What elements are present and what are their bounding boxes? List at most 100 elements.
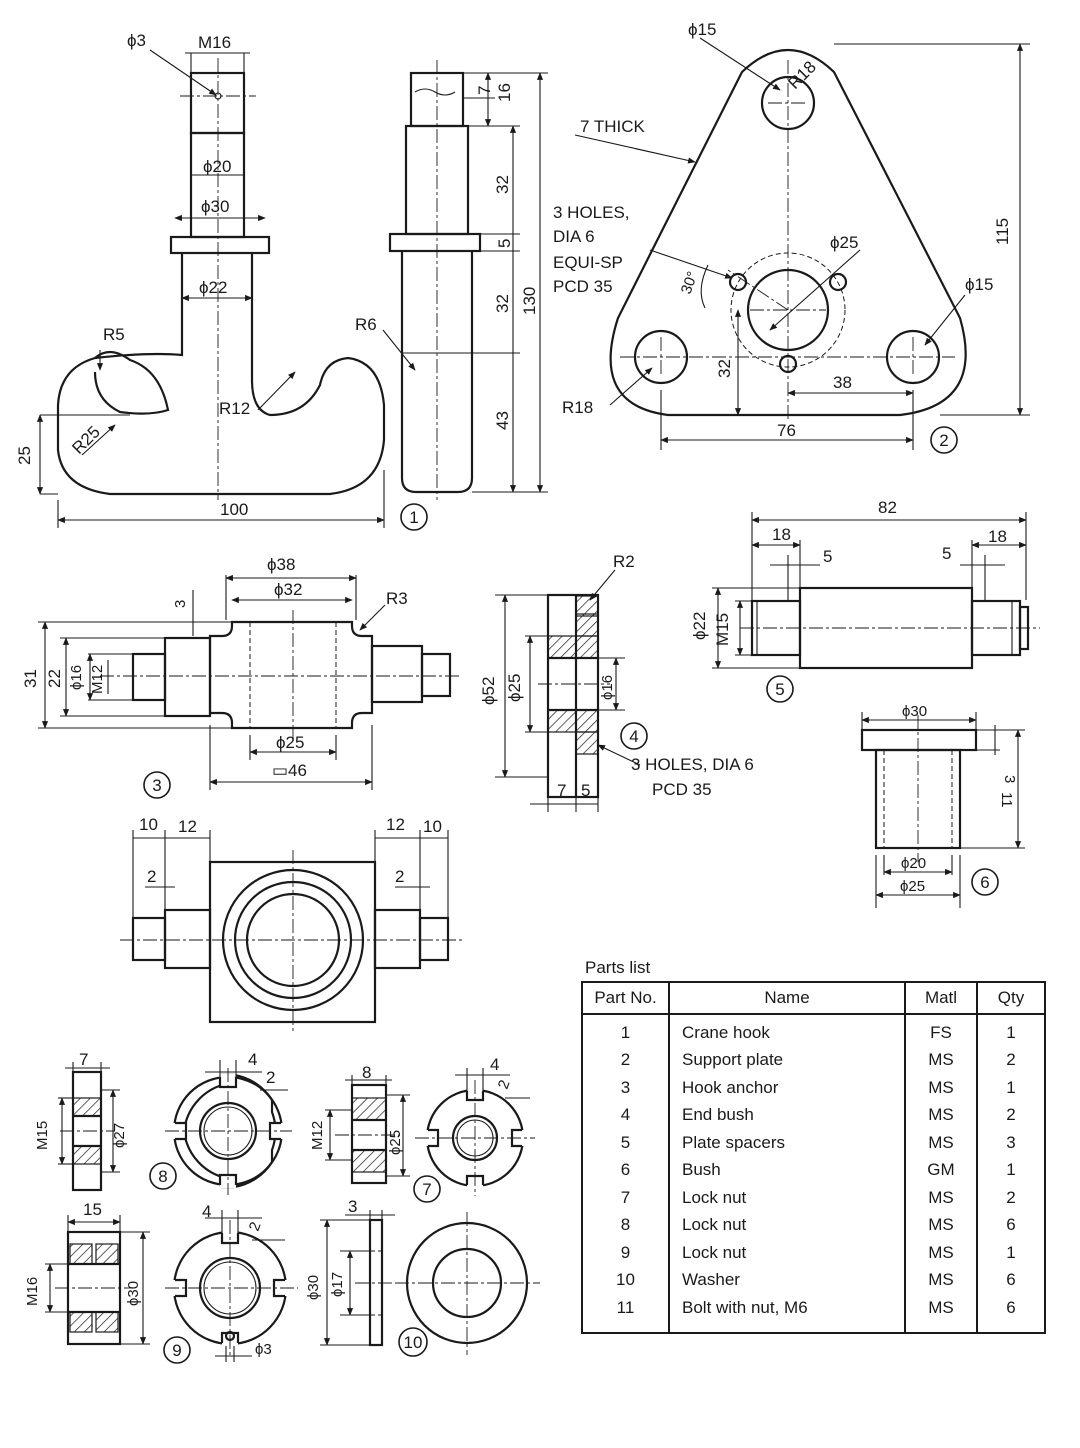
p1-side-d130: 130 <box>520 287 539 315</box>
p4-phi16: ϕ16 <box>599 675 616 700</box>
p2-r18-top: R18 <box>784 57 819 92</box>
p5-phi22: ϕ22 <box>690 612 709 640</box>
p3t-d12a: 12 <box>178 817 197 836</box>
p7-m12: M12 <box>309 1121 326 1150</box>
p4-pcd: PCD 35 <box>652 780 712 799</box>
p2-d32: 32 <box>715 359 734 378</box>
cell-qty: 2 <box>976 1101 1046 1129</box>
cell-part-no: 9 <box>581 1239 670 1267</box>
p3-phi38: ϕ38 <box>267 555 295 574</box>
part-number-2: 2 <box>930 426 958 454</box>
cell-material: MS <box>904 1211 978 1239</box>
cell-qty: 3 <box>976 1129 1046 1157</box>
p1-phi22: ϕ22 <box>199 278 227 297</box>
cell-part-no: 7 <box>581 1184 670 1212</box>
cell-part-no: 1 <box>581 1014 670 1047</box>
p4-phi25: ϕ25 <box>505 674 524 702</box>
header-qty: Qty <box>976 981 1046 1015</box>
part10-washer: 3 ϕ30 ϕ17 <box>305 1197 540 1355</box>
cell-name: Support plate <box>668 1046 906 1074</box>
cell-material: GM <box>904 1156 978 1184</box>
cell-qty: 1 <box>976 1014 1046 1047</box>
p1-r12: R12 <box>219 399 250 418</box>
cell-name: Bolt with nut, M6 <box>668 1294 906 1334</box>
cell-part-no: 4 <box>581 1101 670 1129</box>
p7-d4: 4 <box>490 1055 499 1074</box>
cell-material: MS <box>904 1101 978 1129</box>
p3t-d12b: 12 <box>386 815 405 834</box>
cell-name: Lock nut <box>668 1211 906 1239</box>
part-number-7: 7 <box>413 1175 441 1203</box>
header-material: Matl <box>904 981 978 1015</box>
cell-name: Lock nut <box>668 1184 906 1212</box>
cell-qty: 2 <box>976 1046 1046 1074</box>
parts-table-header: Part No. Name Matl Qty <box>581 981 1046 1015</box>
p3-m12: M12 <box>89 665 106 694</box>
p1-phi20: ϕ20 <box>203 157 231 176</box>
p2-angle: 30° <box>678 269 702 296</box>
part-number-10: 10 <box>398 1327 428 1357</box>
p1-side-d43: 43 <box>493 411 512 430</box>
p2-holes-l3: EQUI-SP <box>553 253 623 272</box>
p1-side-d16: 16 <box>495 83 514 102</box>
p4-d5: 5 <box>581 781 590 800</box>
cell-name: Hook anchor <box>668 1074 906 1102</box>
cell-part-no: 10 <box>581 1266 670 1294</box>
p3t-d10a: 10 <box>139 815 158 834</box>
svg-text:5: 5 <box>775 680 784 699</box>
cell-qty: 1 <box>976 1156 1046 1184</box>
p6-d11: 11 <box>998 792 1015 808</box>
p2-thick: 7 THICK <box>580 117 646 136</box>
p8-d7: 7 <box>79 1050 88 1069</box>
p4-phi52: ϕ52 <box>479 677 498 705</box>
p1-d25: 25 <box>15 446 34 465</box>
cell-part-no: 8 <box>581 1211 670 1239</box>
p3-d3: 3 <box>172 600 189 608</box>
part-number-1: 1 <box>400 503 428 531</box>
cell-part-no: 2 <box>581 1046 670 1074</box>
cell-name: Crane hook <box>668 1014 906 1047</box>
header-part-no: Part No. <box>581 981 670 1015</box>
part-number-3: 3 <box>143 771 171 799</box>
svg-text:9: 9 <box>172 1341 181 1360</box>
cell-material: MS <box>904 1266 978 1294</box>
cell-qty: 6 <box>976 1294 1046 1334</box>
cell-qty: 2 <box>976 1184 1046 1212</box>
p3-d22: 22 <box>45 669 64 688</box>
cell-name: Lock nut <box>668 1239 906 1267</box>
cell-material: MS <box>904 1129 978 1157</box>
svg-text:10: 10 <box>404 1333 423 1352</box>
p2-phi15-top: ϕ15 <box>688 20 716 39</box>
p4-d7: 7 <box>557 781 566 800</box>
svg-text:8: 8 <box>158 1167 167 1186</box>
p2-holes-l1: 3 HOLES, <box>553 203 630 222</box>
part-number-9: 9 <box>163 1336 191 1364</box>
p8-m15: M15 <box>34 1121 51 1150</box>
p9-d15: 15 <box>83 1200 102 1219</box>
p2-holes-l4: PCD 35 <box>553 277 613 296</box>
svg-text:1: 1 <box>409 508 418 527</box>
p5-d18a: 18 <box>772 525 791 544</box>
cell-qty: 6 <box>976 1266 1046 1294</box>
header-name: Name <box>668 981 906 1015</box>
svg-text:2: 2 <box>939 431 948 450</box>
p8-phi27: ϕ27 <box>111 1123 128 1148</box>
p3t-d2b: 2 <box>395 867 404 886</box>
p2-d115: 115 <box>993 218 1012 245</box>
cell-part-no: 3 <box>581 1074 670 1102</box>
part1-front-view: ϕ3 M16 ϕ20 ϕ30 ϕ22 R5 R25 R12 25 100 <box>15 31 386 528</box>
p6-phi25: ϕ25 <box>900 878 925 895</box>
p1-side-d5: 5 <box>495 239 514 248</box>
cell-part-no: 11 <box>581 1294 670 1334</box>
p6-phi30: ϕ30 <box>902 703 927 720</box>
svg-text:3: 3 <box>152 776 161 795</box>
cell-qty: 1 <box>976 1239 1046 1267</box>
p3-sq46: ▭46 <box>272 761 307 780</box>
p3-r3: R3 <box>386 589 408 608</box>
